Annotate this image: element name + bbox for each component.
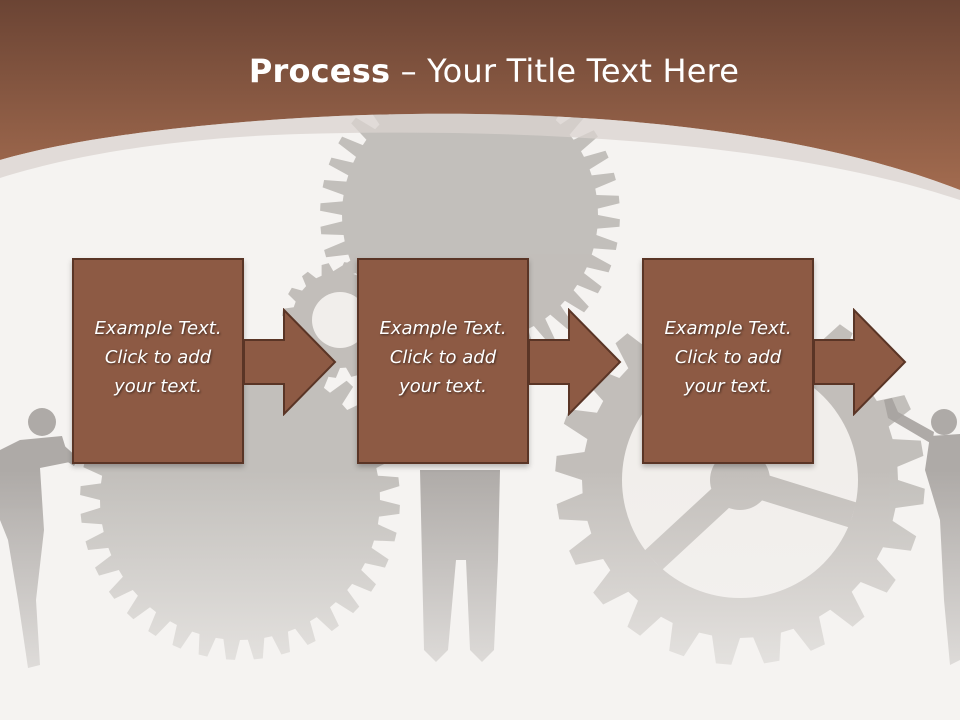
- step-box-3[interactable]: Example Text. Click to add your text.: [642, 258, 814, 464]
- right-arrow-icon: [813, 308, 907, 416]
- step-text-1[interactable]: Example Text. Click to add your text.: [74, 314, 242, 401]
- step-3-line-1: Example Text.: [664, 318, 792, 339]
- step-text-3[interactable]: Example Text. Click to add your text.: [644, 314, 812, 401]
- step-box-2[interactable]: Example Text. Click to add your text.: [357, 258, 529, 464]
- step-2-line-3: your text.: [399, 376, 487, 397]
- step-1-line-1: Example Text.: [94, 318, 222, 339]
- right-arrow-icon: [528, 308, 622, 416]
- step-2-line-1: Example Text.: [379, 318, 507, 339]
- step-text-2[interactable]: Example Text. Click to add your text.: [359, 314, 527, 401]
- step-2-line-2: Click to add: [389, 347, 497, 368]
- step-box-1[interactable]: Example Text. Click to add your text.: [72, 258, 244, 464]
- step-3-line-3: your text.: [684, 376, 772, 397]
- page-title: Process – Your Title Text Here: [0, 52, 960, 90]
- step-1-line-2: Click to add: [104, 347, 212, 368]
- title-rest: – Your Title Text Here: [390, 52, 740, 90]
- step-1-line-3: your text.: [114, 376, 202, 397]
- step-3-line-2: Click to add: [674, 347, 782, 368]
- right-arrow-icon: [243, 308, 337, 416]
- title-bold: Process: [248, 52, 391, 90]
